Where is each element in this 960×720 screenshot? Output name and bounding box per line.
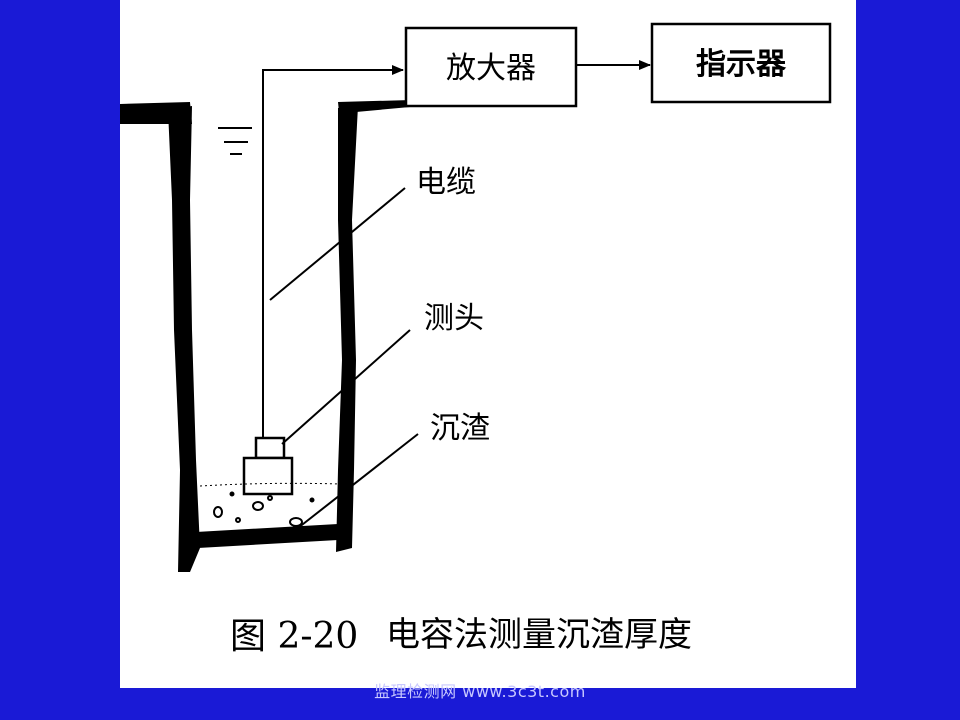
probe-label: 测头 (424, 301, 484, 336)
sediment-label: 沉渣 (430, 411, 490, 446)
probe-leader (281, 329, 411, 445)
diagram-canvas: 放大器 指示器 电缆 测头 沉渣 图 2-20 电容法测量沉渣厚度 (120, 0, 856, 688)
watermark-footer: 监理检测网 www.3c3t.com (374, 682, 586, 701)
caption-number: 图 2-20 (230, 616, 358, 657)
cable-label: 电缆 (416, 165, 476, 200)
sediment-particles (213, 491, 315, 527)
sediment-leader (297, 433, 419, 529)
indicator-box (650, 22, 832, 104)
indicator-label: 指示器 (696, 47, 787, 82)
probe-neck (254, 436, 286, 460)
borehole-wall-left (168, 106, 200, 572)
probe-body (242, 456, 294, 496)
ground-right (338, 100, 412, 122)
water-level-icon (218, 127, 252, 155)
sediment-surface (199, 482, 341, 487)
borehole-wall-right (336, 106, 358, 552)
cable-line (262, 65, 404, 440)
caption-title: 电容法测量沉渣厚度 (386, 615, 692, 655)
amplifier-label: 放大器 (446, 51, 536, 86)
amplifier-box (404, 26, 578, 108)
capacitance-sediment-diagram: 放大器 指示器 电缆 测头 沉渣 图 2-20 电容法测量沉渣厚度 (120, 22, 832, 657)
borehole-bottom (196, 524, 338, 548)
cable-leader (269, 187, 406, 301)
